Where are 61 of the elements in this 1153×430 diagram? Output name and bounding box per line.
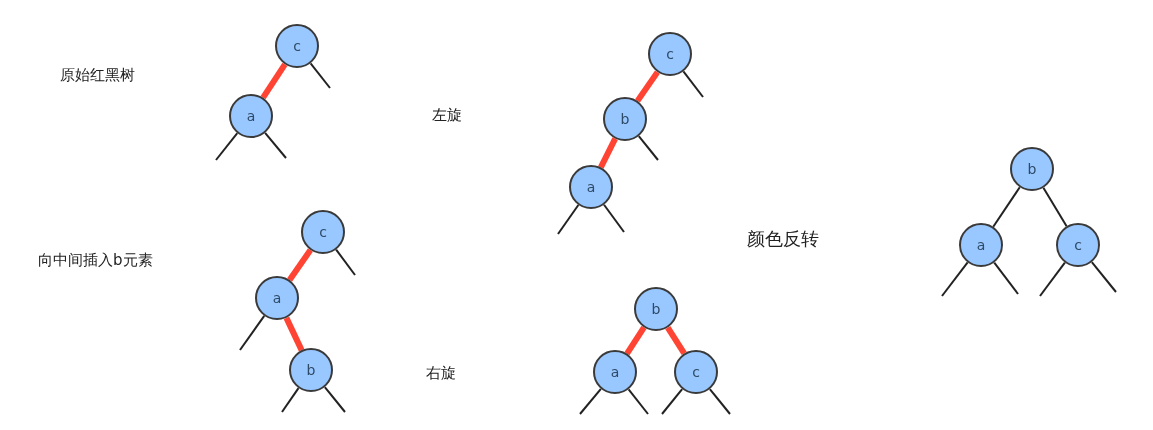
tree-edge (309, 62, 331, 89)
node-letter: a (272, 291, 282, 305)
step-caption: 向中间插入b元素 (38, 251, 153, 270)
tree-edge (627, 388, 649, 415)
step-caption: 右旋 (426, 364, 456, 383)
tree-node-circle (255, 276, 299, 320)
tree-edge (993, 261, 1019, 295)
node-letter: c (692, 365, 700, 379)
tree-node-circle (1010, 147, 1054, 191)
tree-edge (1090, 261, 1117, 293)
node-letter: b (1027, 162, 1037, 176)
tree-node-circle (301, 210, 345, 254)
tree-node-circle (1056, 223, 1100, 267)
tree-edge (264, 131, 287, 159)
node-letter: a (586, 180, 596, 194)
tree-edge (335, 248, 356, 276)
node-letter: b (620, 112, 630, 126)
node-letter: b (651, 302, 661, 316)
tree-node-circle (229, 94, 273, 138)
tree-edge (682, 70, 704, 98)
tree-node-circle (289, 348, 333, 392)
tree-edge (287, 248, 313, 282)
tree-edge (598, 137, 618, 169)
tree-node-circle (593, 350, 637, 394)
tree-node-circle (603, 97, 647, 141)
tree-node-circle (634, 287, 678, 331)
tree-edge (603, 203, 625, 233)
tree-edge (637, 135, 659, 161)
tree-node-circle (674, 350, 718, 394)
tree-edge (260, 62, 288, 100)
tree-edge (635, 70, 660, 103)
node-letter: c (666, 47, 674, 61)
step-caption: 左旋 (432, 106, 462, 125)
step-caption: 颜色反转 (747, 227, 819, 251)
tree-edge (992, 186, 1021, 228)
tree-edge (665, 325, 687, 356)
node-letter: b (306, 363, 316, 377)
node-letter: a (246, 109, 256, 123)
tree-edge (557, 204, 580, 235)
tree-edge (579, 387, 602, 415)
tree-edge (323, 386, 346, 413)
node-letter: a (976, 238, 986, 252)
tree-node-circle (648, 32, 692, 76)
tree-edge (941, 261, 969, 297)
tree-edge (1042, 186, 1068, 228)
node-letter: c (293, 39, 301, 53)
node-letter: c (319, 225, 327, 239)
tree-edge (283, 316, 305, 352)
tree-edge (281, 387, 300, 413)
tree-edge (624, 325, 647, 356)
tree-edge (708, 388, 731, 415)
tree-edge (1039, 261, 1066, 297)
node-letter: a (610, 365, 620, 379)
node-letter: c (1074, 238, 1082, 252)
tree-edge (239, 314, 266, 351)
tree-edge (215, 132, 239, 161)
tree-edge (661, 388, 684, 415)
tree-node-circle (959, 223, 1003, 267)
step-caption: 原始红黑树 (60, 66, 135, 85)
tree-node-circle (275, 24, 319, 68)
tree-node-circle (569, 165, 613, 209)
